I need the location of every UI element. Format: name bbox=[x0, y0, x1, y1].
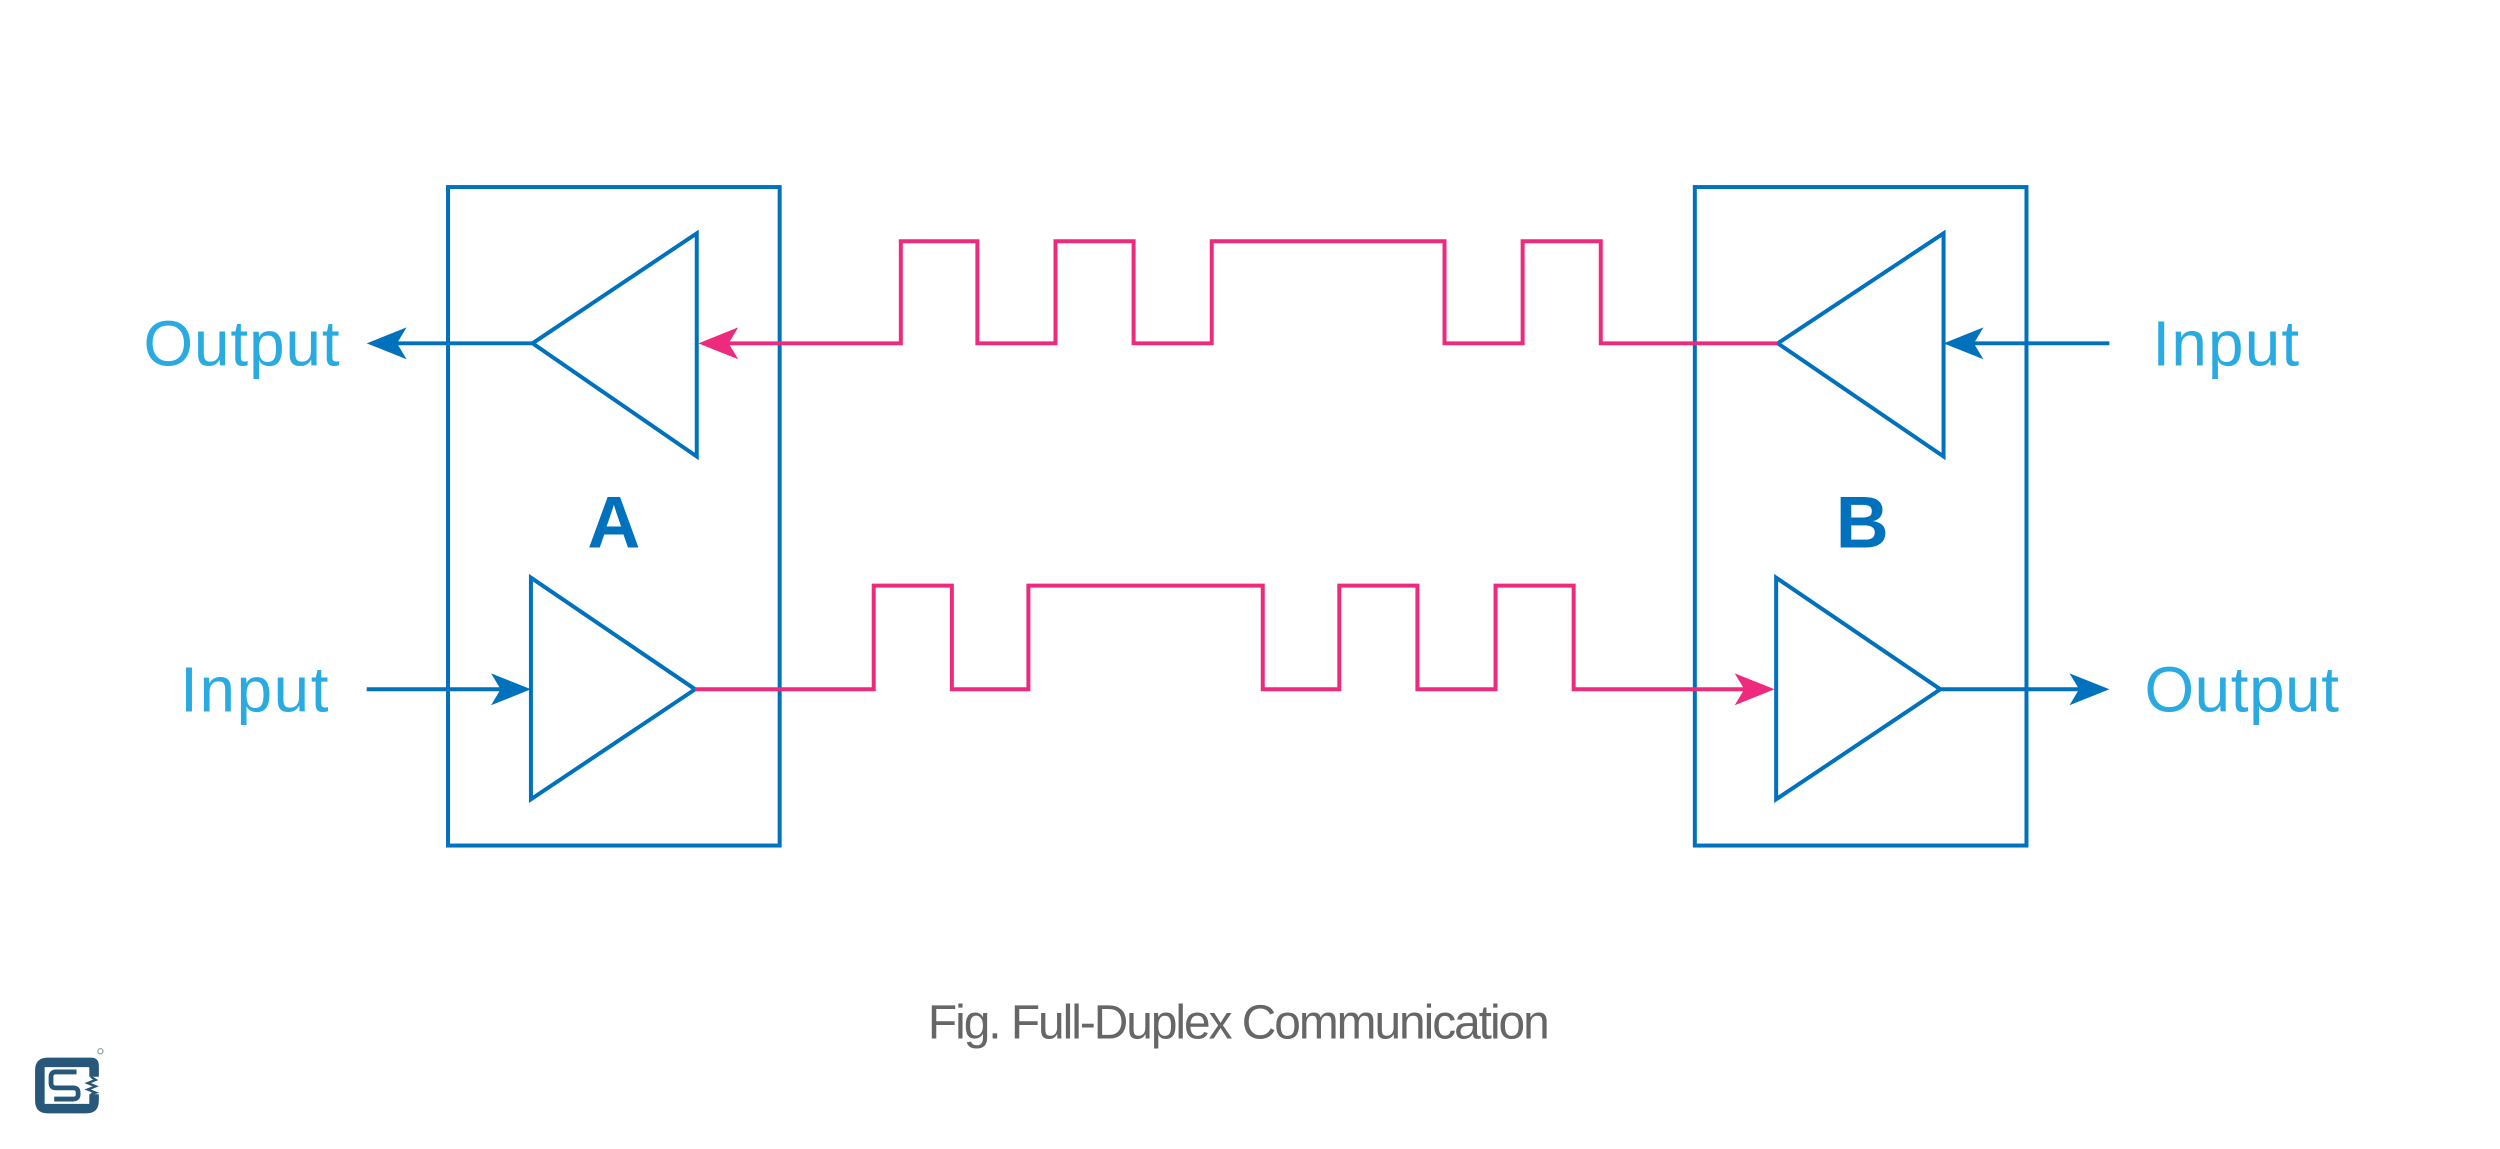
signal-b-to-a-waveform bbox=[720, 239, 1778, 346]
circuit-s-logo-icon bbox=[35, 1048, 104, 1114]
figure-caption: Fig. Full-Duplex Communication bbox=[928, 996, 1550, 1049]
device-b-input-arrow-icon bbox=[1943, 327, 1984, 360]
device-b-label: B bbox=[1836, 481, 1889, 563]
device-b-input-label: Input bbox=[2152, 308, 2299, 380]
device-a-label: A bbox=[587, 481, 640, 563]
signal-b-to-a-arrow-icon bbox=[698, 327, 739, 360]
device-b-receiver-triangle bbox=[1774, 229, 1946, 461]
signal-a-to-b-arrow-icon bbox=[1734, 673, 1775, 706]
device-a-output-arrow-icon bbox=[366, 327, 407, 360]
device-a-transmitter-triangle bbox=[528, 573, 699, 804]
device-b-transmitter-triangle bbox=[1774, 573, 1944, 804]
signal-a-to-b-waveform bbox=[695, 583, 1754, 692]
device-a-input-label: Input bbox=[180, 654, 329, 726]
device-a-receiver-triangle bbox=[528, 229, 699, 461]
device-a-box bbox=[446, 185, 782, 848]
device-b-output-label: Output bbox=[2144, 654, 2339, 726]
device-a-output-label: Output bbox=[143, 308, 339, 380]
device-b-output-arrow-icon bbox=[2069, 673, 2110, 706]
device-a-input-arrow-icon bbox=[491, 673, 531, 706]
device-b-box bbox=[1692, 185, 2029, 848]
